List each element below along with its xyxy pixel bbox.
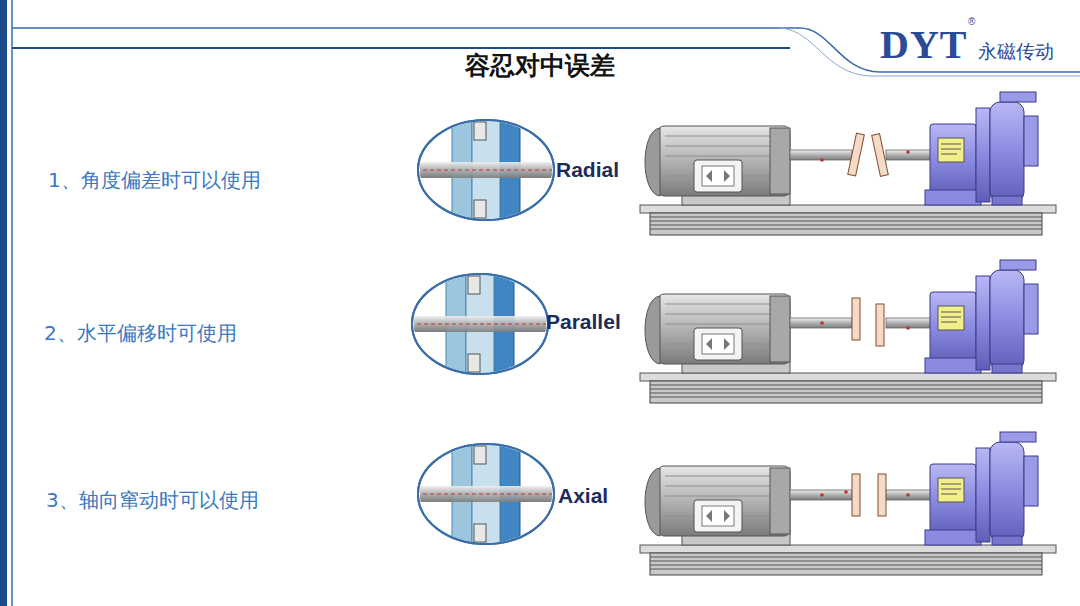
- brand-name: 永磁传动: [978, 41, 1054, 63]
- brand-logo: DYT: [880, 22, 967, 68]
- misalignment-type: Parallel: [546, 310, 621, 334]
- case-label: 1、角度偏差时可以使用: [48, 169, 261, 192]
- slide-title: 容忍对中误差: [465, 52, 615, 81]
- case-label: 3、轴向窜动时可以使用: [46, 489, 259, 512]
- misalignment-type: Axial: [558, 484, 608, 508]
- case-label: 2、水平偏移时可使用: [44, 322, 237, 345]
- registered-mark: ®: [968, 16, 975, 28]
- misalignment-type: Radial: [556, 158, 619, 182]
